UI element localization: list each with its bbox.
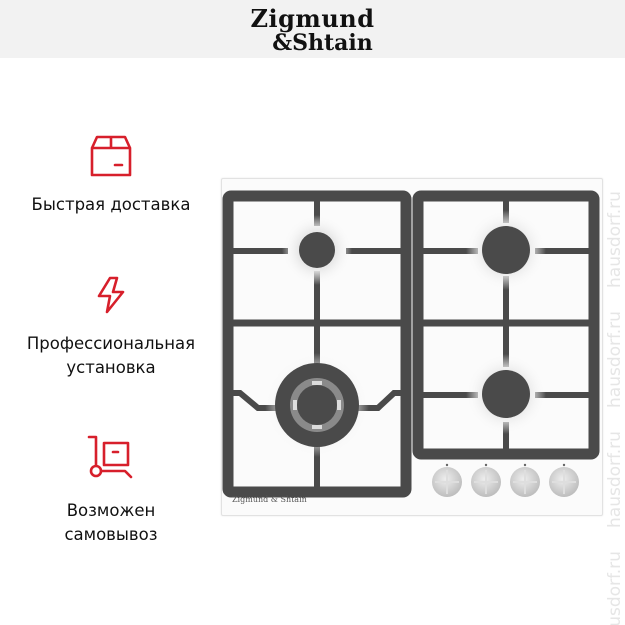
burner-front-right [482, 370, 530, 418]
feature-label-line2: установка [66, 358, 156, 377]
knob-1 [432, 463, 462, 497]
feature-professional-install: Профессиональная установка [0, 276, 222, 380]
brand-header: Zigmund &Shtain [0, 0, 625, 58]
feature-label-line1: Возможен [66, 501, 156, 520]
box-icon [90, 135, 132, 177]
burner-rear-left [299, 232, 335, 268]
watermark-text: hausdorf.ru [607, 311, 625, 408]
feature-fast-delivery: Быстрая доставка [0, 133, 222, 217]
feature-label: Быстрая доставка [31, 195, 191, 214]
knob-4 [549, 463, 579, 497]
watermark-text: hausdorf.ru [607, 551, 625, 625]
watermark-text: hausdorf.ru [607, 431, 625, 528]
lightning-icon [97, 276, 125, 314]
watermark: hausdorf.ru hausdorf.ru hausdorf.ru haus… [607, 0, 625, 625]
feature-self-pickup: Возможен самовывоз [0, 435, 222, 547]
hand-truck-icon [87, 435, 133, 479]
control-knobs [432, 463, 579, 497]
panel-logo: Zigmund & Shtain [232, 495, 307, 504]
knob-3 [510, 463, 540, 497]
feature-label-line1: Профессиональная [26, 334, 196, 353]
brand-logo-line1: Zigmund [250, 4, 375, 33]
knob-2 [471, 463, 501, 497]
feature-label-line2: самовывоз [64, 525, 158, 544]
watermark-text: hausdorf.ru [607, 191, 625, 288]
burner-rear-right [482, 226, 530, 274]
brand-logo-line2: &Shtain [272, 30, 373, 56]
